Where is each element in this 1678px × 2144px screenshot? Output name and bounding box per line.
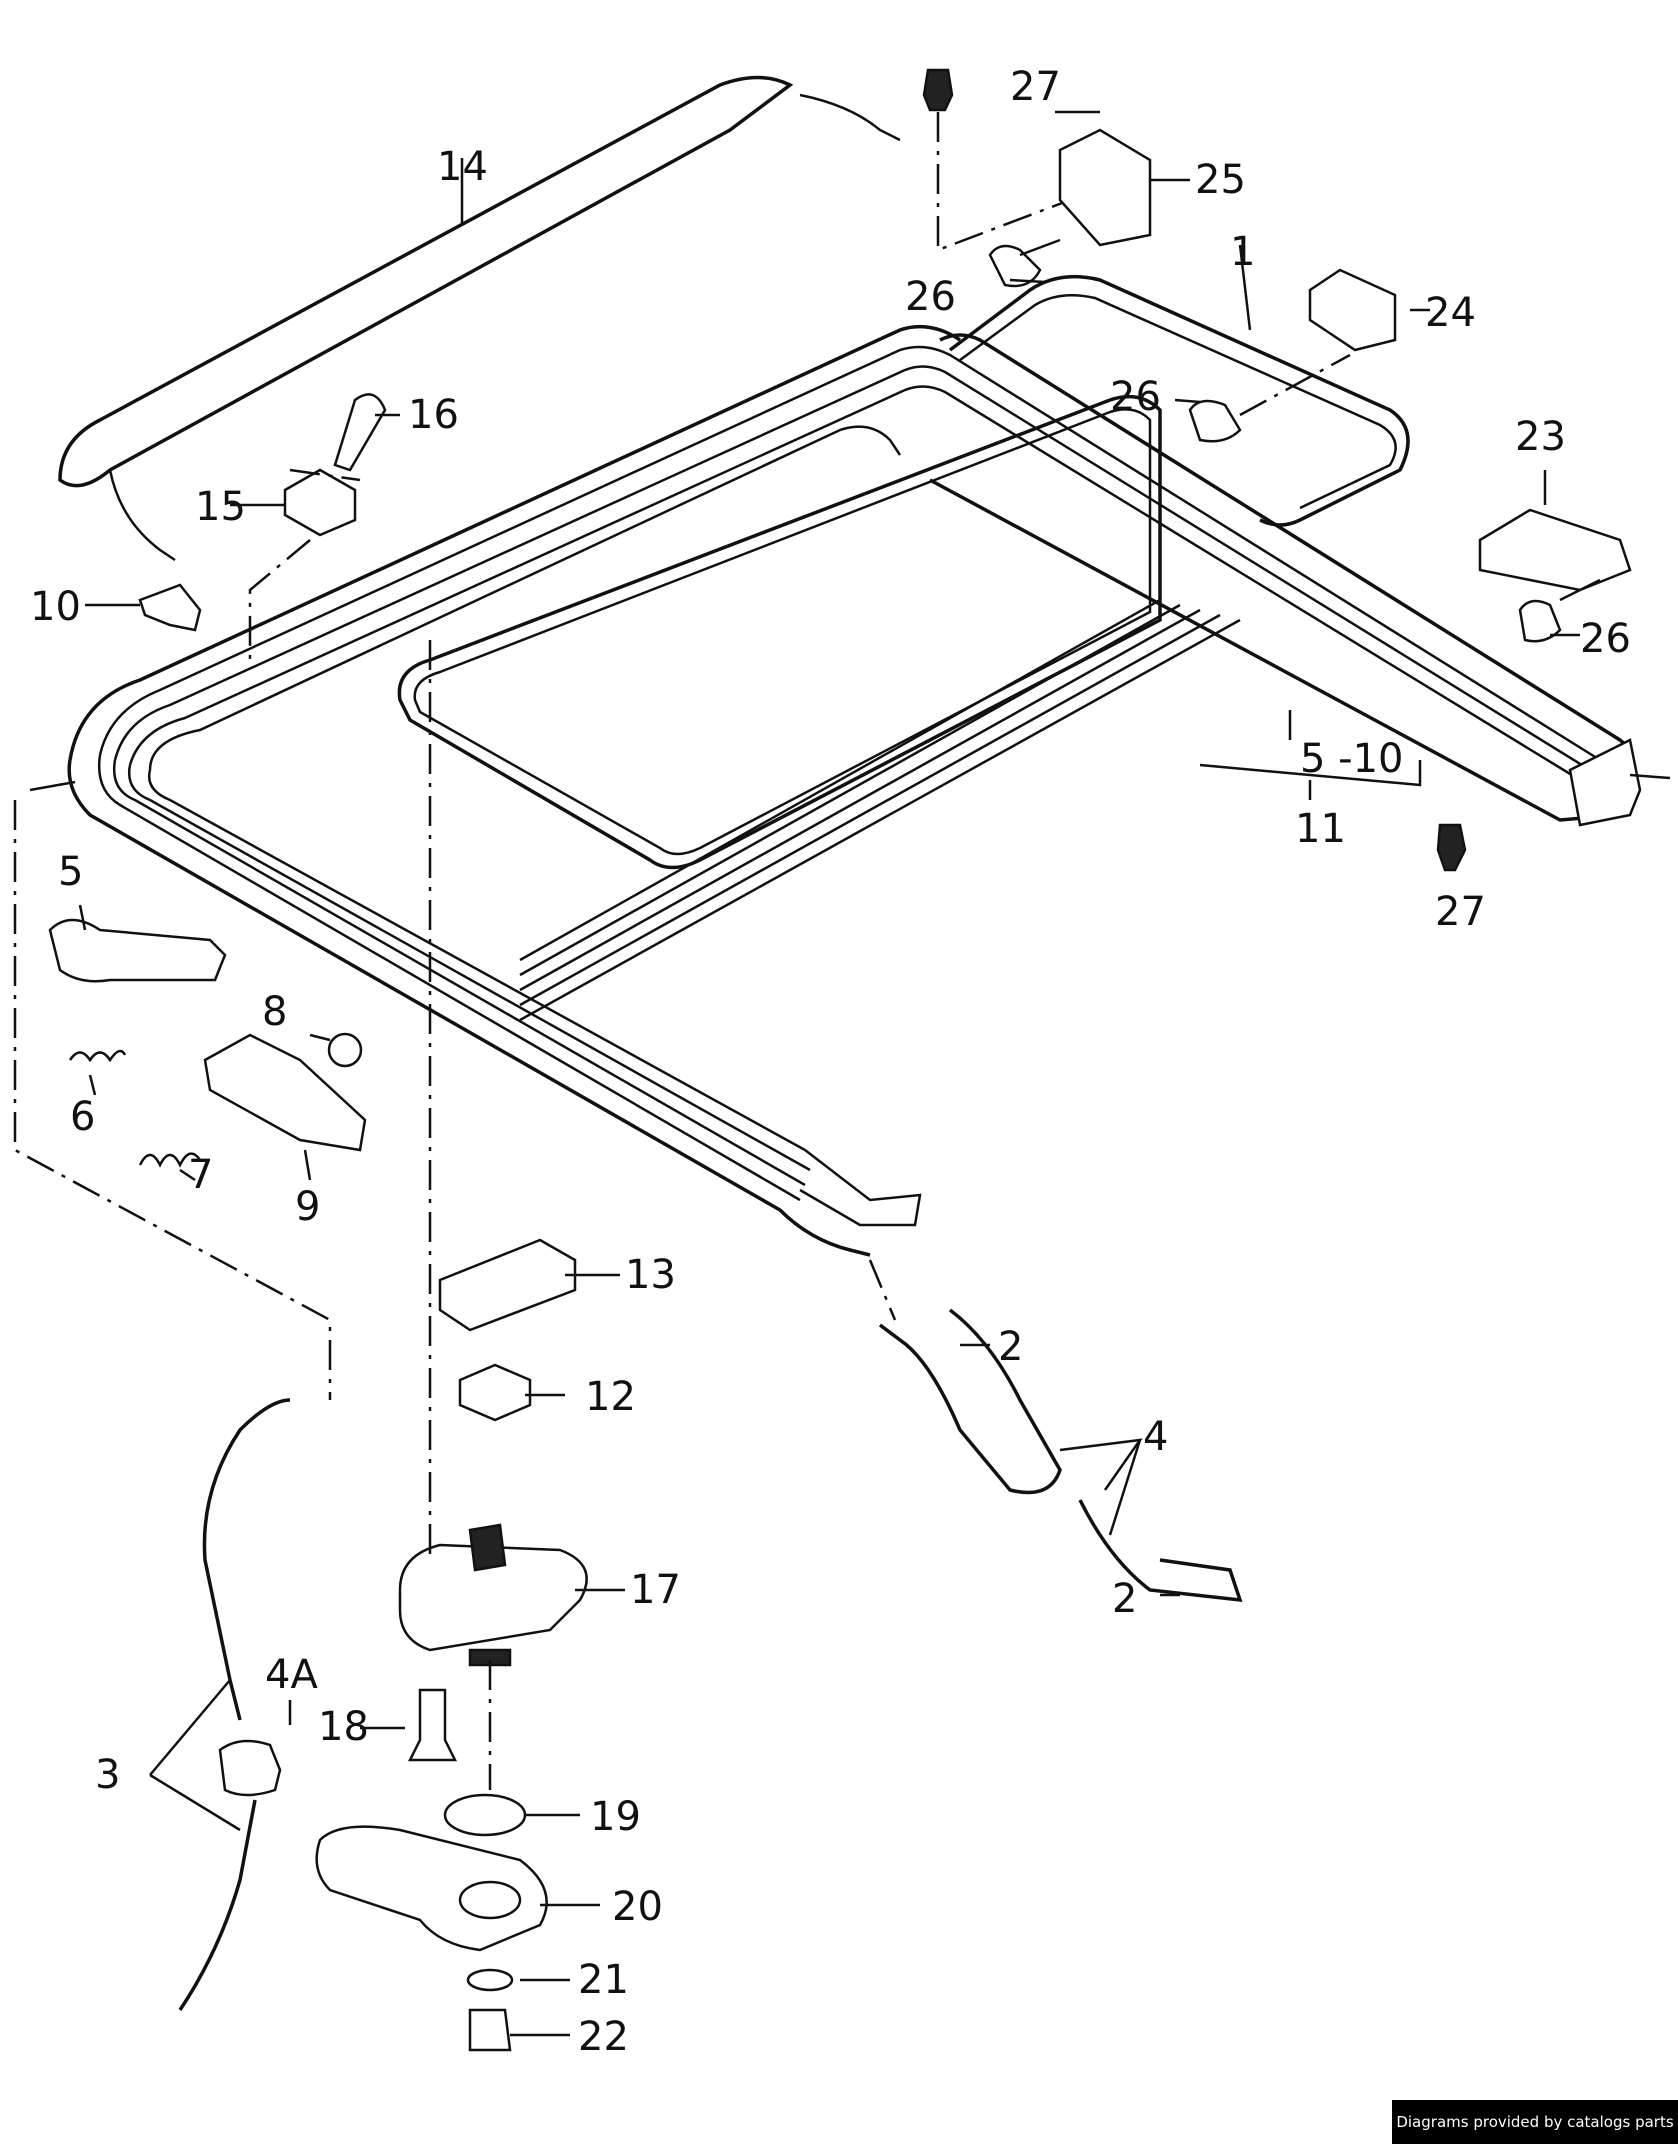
label-8: 8 bbox=[262, 989, 287, 1035]
label-27-right: 27 bbox=[1435, 889, 1486, 935]
label-18: 18 bbox=[318, 1704, 369, 1750]
label-19: 19 bbox=[590, 1794, 641, 1840]
rear-frame bbox=[948, 274, 1410, 527]
label-4: 4 bbox=[1143, 1414, 1168, 1460]
label-2-lower: 2 bbox=[1112, 1576, 1137, 1622]
small-parts bbox=[48, 68, 1632, 2052]
label-27-top: 27 bbox=[1010, 64, 1061, 110]
label-22: 22 bbox=[578, 2014, 629, 2060]
label-23: 23 bbox=[1515, 414, 1566, 460]
glass-panel bbox=[397, 394, 1162, 870]
label-7: 7 bbox=[188, 1152, 213, 1198]
label-5: 5 bbox=[58, 849, 83, 895]
label-17: 17 bbox=[630, 1567, 681, 1613]
label-13: 13 bbox=[625, 1252, 676, 1298]
label-16: 16 bbox=[408, 392, 459, 438]
credit-banner: Diagrams provided by catalogs parts bbox=[1392, 2100, 1678, 2144]
label-2-upper: 2 bbox=[998, 1324, 1023, 1370]
label-3: 3 bbox=[95, 1752, 120, 1798]
label-20: 20 bbox=[612, 1884, 663, 1930]
label-1: 1 bbox=[1230, 229, 1255, 275]
label-26-right: 26 bbox=[1580, 616, 1631, 662]
sunroof-frame bbox=[29, 324, 1671, 1257]
label-9: 9 bbox=[295, 1184, 320, 1230]
label-24: 24 bbox=[1425, 290, 1476, 336]
label-12: 12 bbox=[585, 1374, 636, 1420]
label-5-10: 5 -10 bbox=[1300, 736, 1404, 782]
label-6: 6 bbox=[70, 1094, 95, 1140]
label-14: 14 bbox=[437, 144, 488, 190]
label-25: 25 bbox=[1195, 157, 1246, 203]
label-4a: 4A bbox=[265, 1652, 318, 1698]
wind-deflector bbox=[58, 75, 901, 562]
label-11: 11 bbox=[1295, 806, 1346, 852]
label-10: 10 bbox=[30, 584, 81, 630]
label-15: 15 bbox=[195, 484, 246, 530]
part-labels: 27 25 14 26 1 24 16 26 23 15 10 26 5 -10… bbox=[30, 64, 1631, 2060]
label-26-top: 26 bbox=[905, 274, 956, 320]
label-26-mid: 26 bbox=[1110, 374, 1161, 420]
leader-lines bbox=[13, 110, 1580, 2037]
label-21: 21 bbox=[578, 1957, 629, 2003]
